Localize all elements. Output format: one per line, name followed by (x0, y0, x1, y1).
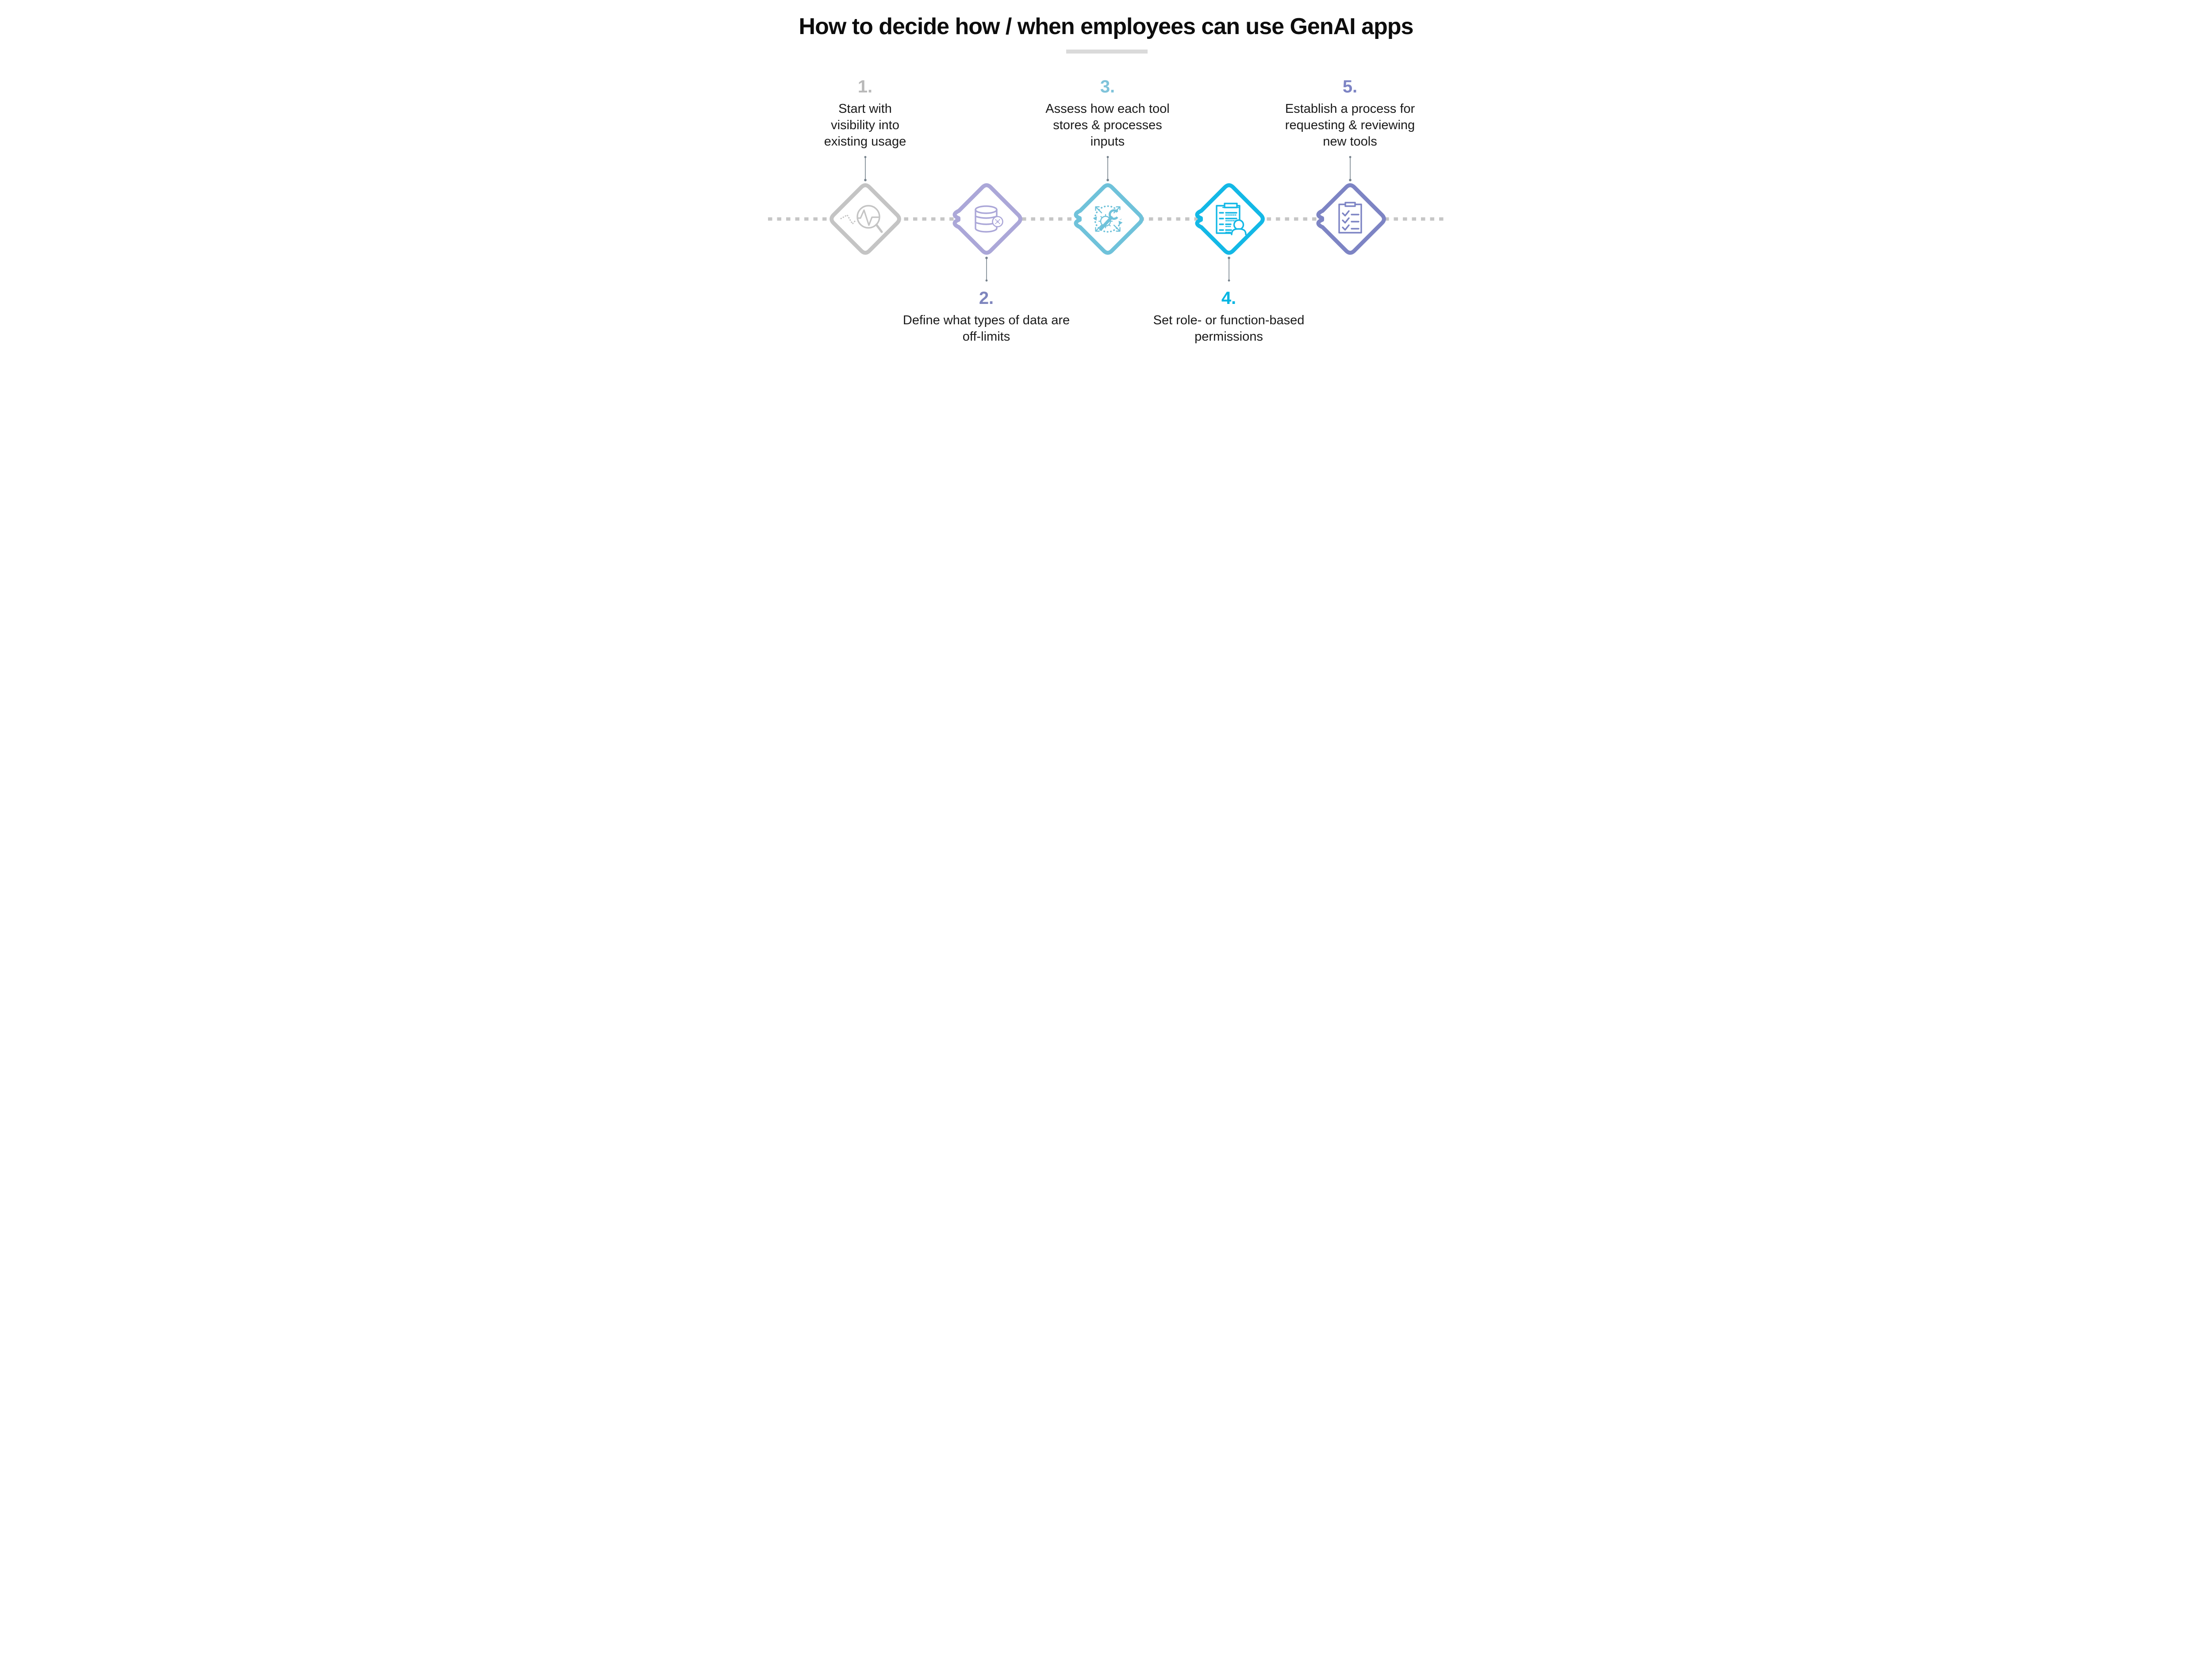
request-checklist-icon (1338, 202, 1362, 234)
step-text-line: existing usage (824, 134, 906, 149)
diamond-step-1 (829, 183, 901, 255)
connector-step-1 (864, 156, 867, 181)
step-text-line: Define what types of data are (902, 313, 1070, 327)
step-text-line: new tools (1323, 134, 1377, 149)
title-underline (1066, 50, 1148, 54)
connector-step-5 (1348, 156, 1352, 181)
step-text-line: Establish a process for (1285, 102, 1415, 116)
diamond-shape (952, 183, 1022, 255)
step-4-number: 4. (1221, 288, 1237, 308)
page-title: How to decide how / when employees can u… (799, 14, 1414, 39)
permissions-clipboard-icon (1215, 203, 1247, 235)
step-1-block: 1. Start with visibility into existing u… (764, 77, 967, 150)
infographic-canvas: How to decide how / when employees can u… (764, 0, 1448, 384)
step-text-line: Set role- or function-based (1153, 313, 1305, 327)
step-2-block: 2. Define what types of data are off-lim… (885, 288, 1088, 345)
step-text-line: permissions (1194, 330, 1263, 344)
step-3-block: 3. Assess how each tool stores & process… (1006, 77, 1210, 150)
connector-step-2 (985, 257, 988, 282)
diamond-step-4 (1195, 183, 1265, 255)
step-text-line: stores & processes (1053, 118, 1162, 132)
step-text-line: Assess how each tool (1045, 102, 1170, 116)
diamond-step-2 (952, 183, 1022, 255)
step-1-number: 1. (857, 77, 873, 96)
step-5-block: 5. Establish a process for requesting & … (1248, 77, 1448, 150)
diamond-step-3 (1074, 183, 1144, 255)
diamond-step-5 (1316, 183, 1386, 255)
step-text-line: inputs (1090, 134, 1125, 149)
step-4-block: 4. Set role- or function-based permissio… (1127, 288, 1331, 345)
step-5-number: 5. (1342, 77, 1358, 96)
restricted-data-icon (974, 205, 1003, 233)
step-text-line: requesting & reviewing (1285, 118, 1415, 132)
usage-visibility-icon (840, 205, 883, 233)
diamond-shape (829, 183, 901, 255)
tool-processing-icon (1093, 205, 1122, 233)
connector-step-3 (1106, 156, 1109, 181)
connector-step-4 (1227, 257, 1230, 282)
step-3-number: 3. (1100, 77, 1115, 96)
diamond-shape (1316, 183, 1386, 255)
step-text-line: off-limits (962, 330, 1010, 344)
step-text-line: visibility into (831, 118, 899, 132)
step-2-number: 2. (979, 288, 994, 308)
process-flow-graphic (768, 156, 1444, 282)
step-text-line: Start with (838, 102, 892, 116)
